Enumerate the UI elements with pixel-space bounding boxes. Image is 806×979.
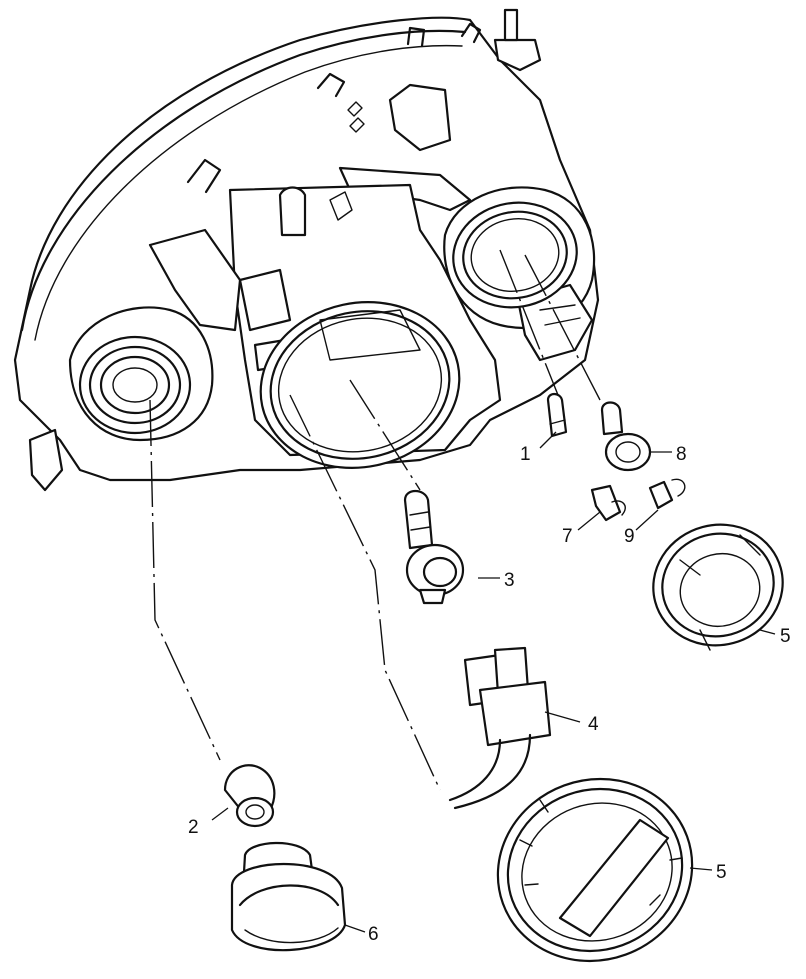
callout-3: 3 [504, 570, 515, 591]
left-lamp-socket [78, 335, 192, 435]
callout-4: 4 [588, 714, 599, 735]
callout-2: 2 [188, 817, 199, 838]
callout-8: 8 [676, 444, 687, 465]
dust-cover-upper [652, 523, 784, 651]
wedge-bulb [546, 392, 568, 438]
bulb-8 [600, 401, 652, 472]
round-bulb-2 [223, 764, 276, 828]
right-lamp-ring [452, 201, 578, 309]
callout-6: 6 [368, 924, 379, 945]
clip-9 [648, 478, 686, 510]
callout-9: 9 [624, 526, 635, 547]
connector-4 [448, 646, 552, 810]
clip-7 [590, 484, 626, 522]
dust-cover-lower [496, 777, 694, 963]
callout-7: 7 [562, 526, 573, 547]
socket-cap-6 [230, 841, 347, 952]
callout-1: 1 [520, 444, 531, 465]
callout-5-lower: 5 [716, 862, 727, 883]
leader-lines [211, 431, 776, 933]
center-lamp-ring [259, 301, 461, 469]
callout-5-upper: 5 [780, 626, 791, 647]
headlamp-bulb-3 [403, 489, 465, 605]
assembly-lines [149, 249, 601, 791]
